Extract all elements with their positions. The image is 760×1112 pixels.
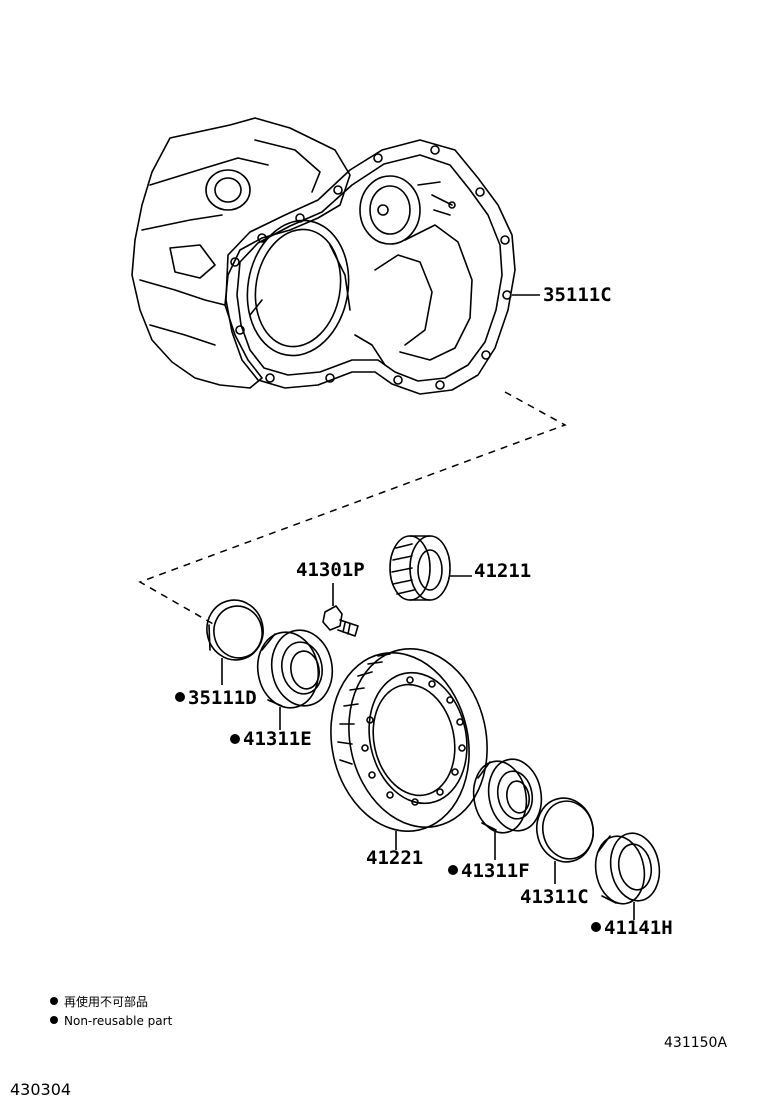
- legend-japanese: 再使用不可部品: [64, 994, 148, 1009]
- part-number-41301P: 41301P: [296, 559, 365, 581]
- part-number-41311F: 41311F: [461, 860, 530, 882]
- part-number-35111C: 35111C: [543, 284, 612, 306]
- bolt-illustration: [322, 605, 359, 637]
- legend-bullet-icon: [50, 1016, 58, 1024]
- bearing-right-illustration: [472, 758, 543, 834]
- oil-seal-illustration: [594, 832, 661, 905]
- ring-gear-illustration: [330, 648, 488, 832]
- illustration-code: 431150A: [664, 1035, 727, 1051]
- part-number-35111D: 35111D: [188, 687, 257, 709]
- shim-illustration: [536, 797, 594, 863]
- part-number-41141H: 41141H: [604, 917, 673, 939]
- non-reusable-mark-icon: [175, 692, 185, 702]
- part-number-41311C: 41311C: [520, 886, 589, 908]
- transaxle-case-illustration: [131, 117, 516, 395]
- assembly-dashed-line: [138, 391, 567, 626]
- legend-english: Non-reusable part: [64, 1014, 173, 1028]
- part-number-41311E: 41311E: [243, 728, 312, 750]
- non-reusable-mark-icon: [448, 865, 458, 875]
- seal-illustration: [206, 599, 264, 661]
- bearing-left-illustration: [256, 629, 334, 709]
- non-reusable-mark-icon: [230, 734, 240, 744]
- non-reusable-mark-icon: [591, 922, 601, 932]
- part-number-41211: 41211: [474, 560, 531, 582]
- pinion-gear-illustration: [389, 535, 451, 601]
- part-number-41221: 41221: [366, 847, 423, 869]
- legend-bullet-icon: [50, 997, 58, 1005]
- page-code: 430304: [10, 1080, 71, 1099]
